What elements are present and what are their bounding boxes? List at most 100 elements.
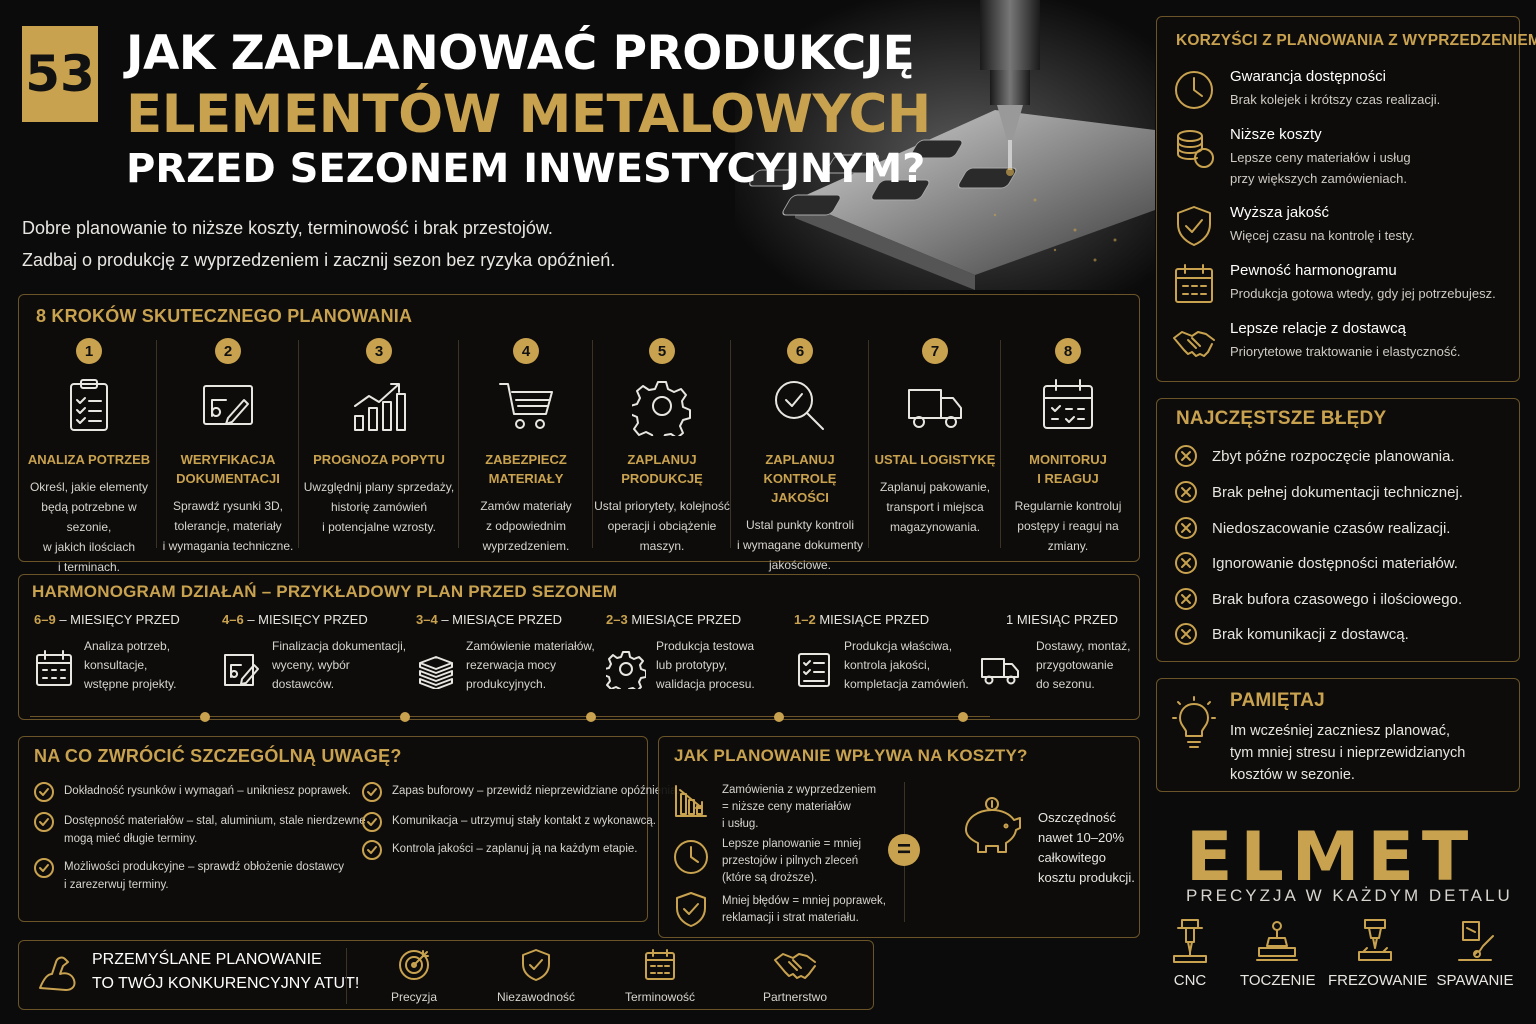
benefit-title: Niższe koszty [1230, 126, 1322, 143]
error-item: Zbyt późne rozpoczęcie planowania. [1174, 444, 1455, 468]
attention-text: Dokładność rysunków i wymagań – uniknies… [64, 785, 352, 797]
attention-text: Dostępność materiałów – stal, aluminium,… [64, 815, 366, 827]
benefit-desc: Produkcja gotowa wtedy, gdy jej potrzebu… [1230, 286, 1496, 301]
timeline-range: 1–2 [794, 612, 816, 627]
x-circle-icon [1175, 481, 1197, 503]
timeline-label: MIESIĄCE PRZED [819, 612, 930, 627]
shield-check-icon [522, 949, 550, 981]
timeline-desc: do sezonu. [1036, 677, 1095, 691]
costs-text: = niższe ceny materiałów [722, 801, 851, 813]
benefit-desc: Brak kolejek i krótszy czas realizacji. [1230, 92, 1441, 107]
gear-icon [606, 651, 646, 689]
x-circle-icon [1175, 552, 1197, 574]
remember-header: PAMIĘTAJ [1230, 690, 1325, 711]
step-divider [592, 340, 593, 548]
step-title: I REAGUJ [1037, 471, 1099, 486]
value-item: Partnerstwo [752, 948, 838, 1004]
step-desc: wyprzedzeniem. [482, 539, 570, 553]
brand-logo: ELMET [1186, 818, 1477, 897]
step-desc: zmiany. [1047, 539, 1089, 553]
timeline-stage: 4–6 – MIESIĘCY PRZED Finalizacja dokumen… [222, 612, 406, 694]
timeline-range: 4–6 [222, 612, 244, 627]
check-circle-icon [362, 840, 382, 860]
step-desc: w jakich ilościach [42, 540, 136, 554]
cart-icon [499, 383, 553, 429]
piggy-bank-icon [965, 797, 1021, 853]
step-desc: Sprawdź rysunki 3D, [172, 499, 284, 513]
flexed-arm-icon [39, 956, 76, 991]
attention-text: i zarezerwuj terminy. [64, 879, 169, 891]
timeline-range: 3–4 [416, 612, 438, 627]
magnifier-check-icon [775, 381, 824, 430]
timeline-label: MIESIĘCY PRZED [258, 612, 368, 627]
value-label: Partnerstwo [762, 990, 828, 1004]
errors-header: NAJCZĘSTSZE BŁĘDY [1176, 408, 1387, 429]
attention-item: Komunikacja – utrzymuj stały kontakt z w… [362, 812, 656, 832]
value-item: Precyzja [376, 948, 452, 1004]
costs-text: Lepsze planowanie = mniej [722, 838, 862, 850]
costs-text: i usług. [722, 818, 759, 830]
motto-panel [18, 940, 874, 1010]
growth-chart-icon [354, 383, 406, 431]
remember-panel [1156, 678, 1520, 792]
step-number: 4 [513, 338, 539, 364]
clipboard-icon [70, 379, 108, 431]
benefit-title: Wyższa jakość [1230, 204, 1330, 221]
costs-item: Zamówienia z wyprzedzeniem= niższe ceny … [722, 782, 876, 833]
attention-header: NA CO ZWRÓCIĆ SZCZEGÓLNĄ UWAGĘ? [34, 746, 402, 766]
x-circle-icon [1175, 445, 1197, 467]
benefit-desc: Priorytetowe traktowanie i elastyczność. [1230, 344, 1461, 359]
step-desc: Regularnie kontroluj [1014, 499, 1122, 513]
error-text: Ignorowanie dostępności materiałów. [1212, 554, 1458, 572]
service-label: TOCZENIE [1240, 972, 1316, 989]
error-text: Niedoszacowanie czasów realizacji. [1212, 519, 1451, 537]
step-desc: tolerancje, materiały [174, 519, 282, 533]
step-desc: magazynowania. [889, 520, 981, 534]
step-title: ZAPLANUJ KONTROLĘ [763, 452, 837, 486]
timeline-header: HARMONOGRAM DZIAŁAŃ – PRZYKŁADOWY PLAN P… [32, 582, 618, 601]
benefit-desc: przy większych zamówieniach. [1230, 171, 1408, 186]
step-title: DOKUMENTACJI [176, 471, 280, 486]
step-desc: transport i miejsca [886, 500, 984, 514]
timeline-desc: lub prototypy, [656, 658, 728, 672]
intro-line-1: Dobre planowanie to niższe koszty, termi… [22, 218, 553, 238]
timeline-stage: 3–4 – MIESIĄCE PRZED Zamówienie materiał… [416, 612, 595, 694]
clock-icon [1175, 71, 1213, 109]
step-number: 3 [366, 338, 392, 364]
service-label: CNC [1173, 972, 1207, 989]
step-desc: i potencjalne wzrosty. [322, 520, 436, 534]
check-circle-icon [362, 782, 382, 802]
title-line-3: PRZED SEZONEM INWESTYCYJNYM? [126, 146, 926, 192]
attention-item: Możliwości produkcyjne – sprawdź obłożen… [34, 858, 344, 894]
timeline-dot [774, 712, 784, 722]
mill-icon [1358, 919, 1392, 961]
step-title: PRODUKCJĘ [621, 471, 703, 486]
handshake-icon [774, 953, 816, 979]
service-label: SPAWANIE [1436, 972, 1514, 989]
timeline-desc: rezerwacja mocy [466, 658, 557, 672]
benefit-title: Gwarancja dostępności [1230, 68, 1386, 85]
attention-panel [18, 736, 648, 922]
costs-header: JAK PLANOWANIE WPŁYWA NA KOSZTY? [674, 746, 1028, 765]
timeline-range: 2–3 [606, 612, 628, 627]
benefit-title: Pewność harmonogramu [1230, 262, 1397, 279]
step-divider [730, 340, 731, 548]
step-title: ZAPLANUJ [627, 452, 697, 467]
benefits-panel [1156, 16, 1520, 382]
step-desc: operacji i obciążenie [607, 519, 717, 533]
costs-result-line: nawet 10–20% [1038, 830, 1125, 845]
checklist-icon [798, 653, 830, 687]
timeline-range: 6–9 [34, 612, 56, 627]
timeline-stage: 1–2 MIESIĄCE PRZED Produkcja właściwa,ko… [794, 612, 969, 694]
calendar-icon [36, 650, 72, 686]
errors-panel [1156, 398, 1520, 662]
timeline-desc: wyceny, wybór [272, 658, 350, 672]
calendar-icon [1175, 264, 1213, 303]
step-1: 1 ANALIZA POTRZEB Określ, jakie elementy… [22, 338, 156, 577]
step-desc: jakościowe. [768, 558, 832, 572]
